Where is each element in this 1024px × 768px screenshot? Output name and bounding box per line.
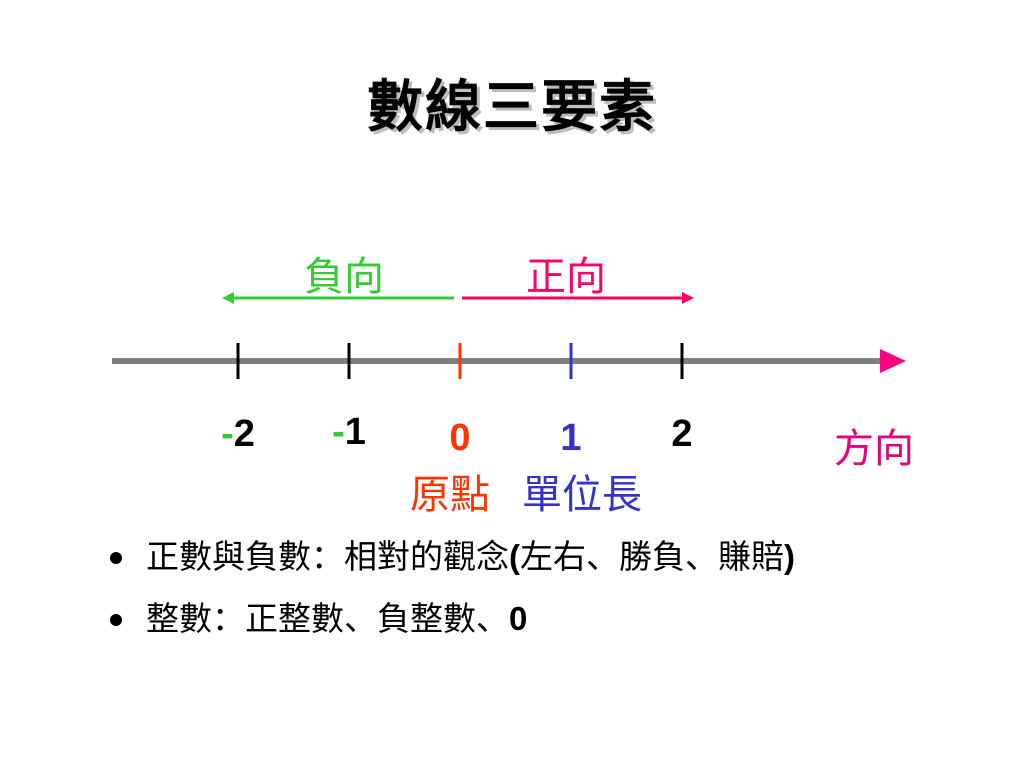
- bullet-list: 正數與負數：相對的觀念(左右、勝負、賺賠) 整數：正整數、負整數、0: [108, 528, 795, 652]
- positive-arrowhead-icon: [682, 292, 694, 304]
- bullet-dot-icon: [110, 552, 122, 564]
- tick-number: 2: [671, 413, 692, 455]
- tick-marks: [236, 343, 684, 379]
- minus-sign: -: [221, 413, 234, 455]
- direction-label: 方向: [834, 426, 914, 472]
- tick-label: -1: [332, 411, 366, 453]
- axis-arrowhead-icon: [880, 349, 906, 373]
- bullet-item-integers: 整數：正整數、負整數、0: [108, 590, 795, 652]
- unit-length-label: 單位長: [522, 472, 642, 518]
- tick-number: 0: [449, 417, 470, 459]
- negative-direction-label: 負向: [304, 254, 384, 300]
- minus-sign: -: [332, 411, 345, 453]
- tick-number: 2: [234, 413, 255, 455]
- bullet-text: 正數與負數：相對的觀念: [146, 537, 509, 576]
- tick-number: 1: [560, 417, 581, 459]
- paren-content: 左右、勝負、賺賠: [520, 537, 784, 576]
- tick-label: 0: [449, 417, 470, 459]
- zero-value: 0: [509, 600, 528, 637]
- tick-number: 1: [345, 411, 366, 453]
- negative-arrowhead-icon: [222, 292, 234, 304]
- bullet-item-positive-negative: 正數與負數：相對的觀念(左右、勝負、賺賠): [108, 528, 795, 590]
- origin-label: 原點: [410, 472, 490, 518]
- tick-label: 2: [671, 413, 692, 455]
- paren-close: ): [784, 538, 795, 575]
- bullet-dot-icon: [110, 614, 122, 626]
- bullet-text: 整數：正整數、負整數、: [146, 599, 509, 638]
- slide-title: 數線三要素: [367, 74, 657, 140]
- tick-label: 1: [560, 417, 581, 459]
- tick-label: -2: [221, 413, 255, 455]
- positive-direction-label: 正向: [526, 254, 606, 300]
- paren-open: (: [509, 538, 520, 575]
